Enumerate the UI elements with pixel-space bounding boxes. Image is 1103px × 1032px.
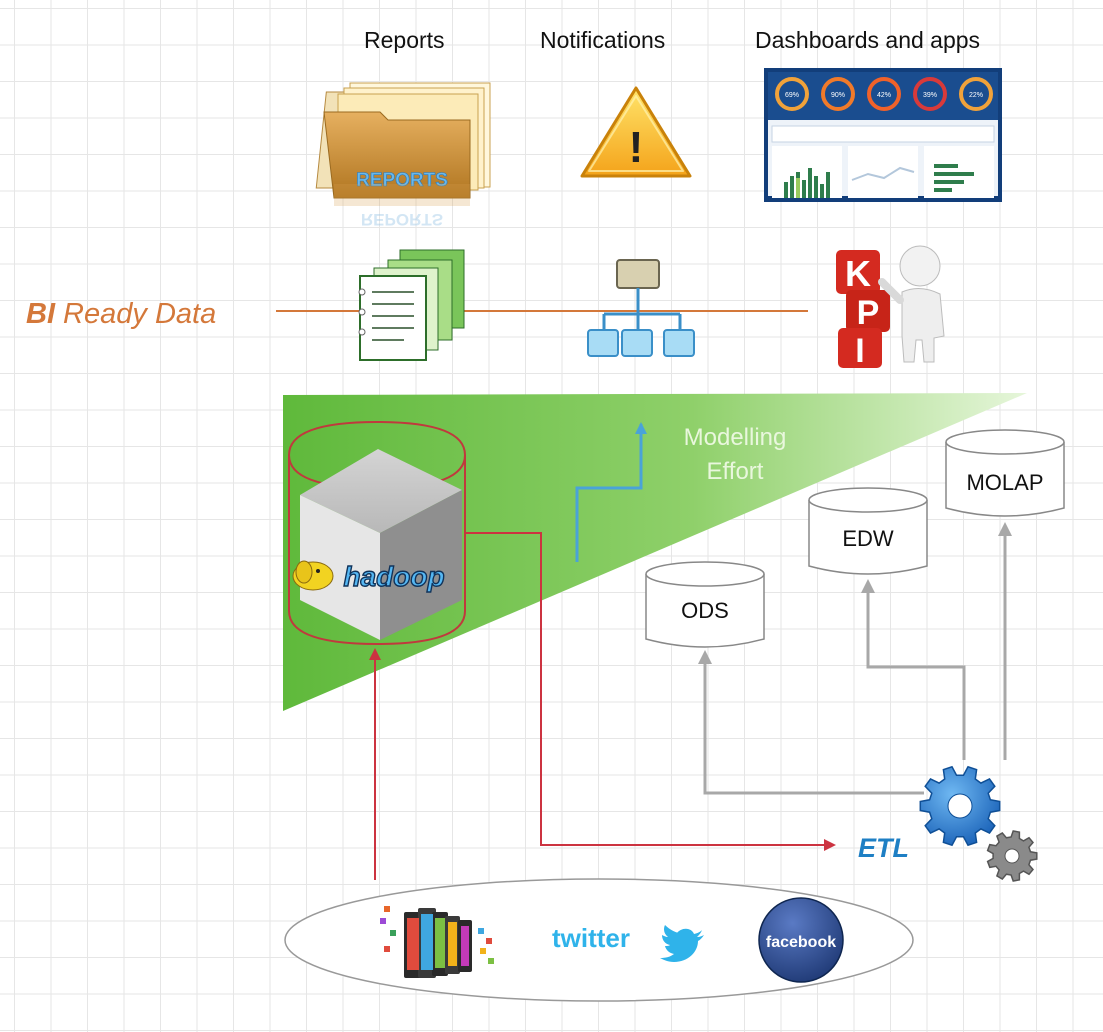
kpi-letter-k: K [845,253,871,294]
dashboard-gauge [959,77,993,111]
notifications-header: Notifications [540,27,666,53]
bi-rest-text: Ready Data [55,298,217,330]
dashboard-gauge [867,77,901,111]
bi-bold-text: BI [26,298,55,330]
dashboard-gauge [913,77,947,111]
modelling-label-2: Effort [707,458,764,485]
facebook-label: facebook [766,934,836,951]
reports-folder-icon: REPORTS REPORTS [315,82,491,229]
twitter-logo: twitter [552,923,704,962]
gears-icon [919,765,1038,882]
etl-flows [698,522,1012,795]
ods-label: ODS [681,598,729,623]
dashboard-gauge [775,77,809,111]
dashboard-gauge [821,77,855,111]
dashboard-gauge-label: 39% [923,92,937,99]
facebook-logo: facebook [758,897,844,983]
dashboard-gauge-label: 22% [969,92,983,99]
mobile-devices-icon [380,906,494,978]
ods-cylinder [645,561,765,648]
modelling-triangle [283,393,1027,711]
kpi-letter-i: I [855,332,864,370]
edw-cylinder [808,487,928,575]
reports-header: Reports [364,27,445,53]
warning-symbol: ! [629,123,644,172]
svg-text:REPORTS: REPORTS [361,210,443,229]
kpi-icon: K P I [836,245,945,370]
etl-label: ETL [858,833,909,863]
kpi-letter-p: P [857,294,880,332]
hierarchy-icon [587,259,695,357]
dashboard-gauge-label: 69% [785,92,799,99]
modelling-arrow [575,422,647,562]
dashboard-gauge-label: 42% [877,92,891,99]
dashboard-thumbnail-icon: 69% 90% 42% 39% 22% [764,68,1002,202]
twitter-label: twitter [552,923,630,953]
hadoop-flows [369,532,836,880]
dashboards-header: Dashboards and apps [755,27,981,53]
modelling-label-1: Modelling [684,424,787,451]
reports-folder-text: REPORTS [356,170,448,191]
edw-label: EDW [842,526,894,551]
molap-label: MOLAP [966,470,1043,495]
warning-triangle-icon: ! [580,86,692,178]
dashboard-gauge-label: 90% [831,92,845,99]
hadoop-store: hadoop [288,420,466,646]
hadoop-label: hadoop [343,561,444,592]
document-stack-icon [358,249,465,361]
molap-cylinder [945,429,1065,517]
bi-ready-data-label: BI Ready Data [26,298,216,331]
